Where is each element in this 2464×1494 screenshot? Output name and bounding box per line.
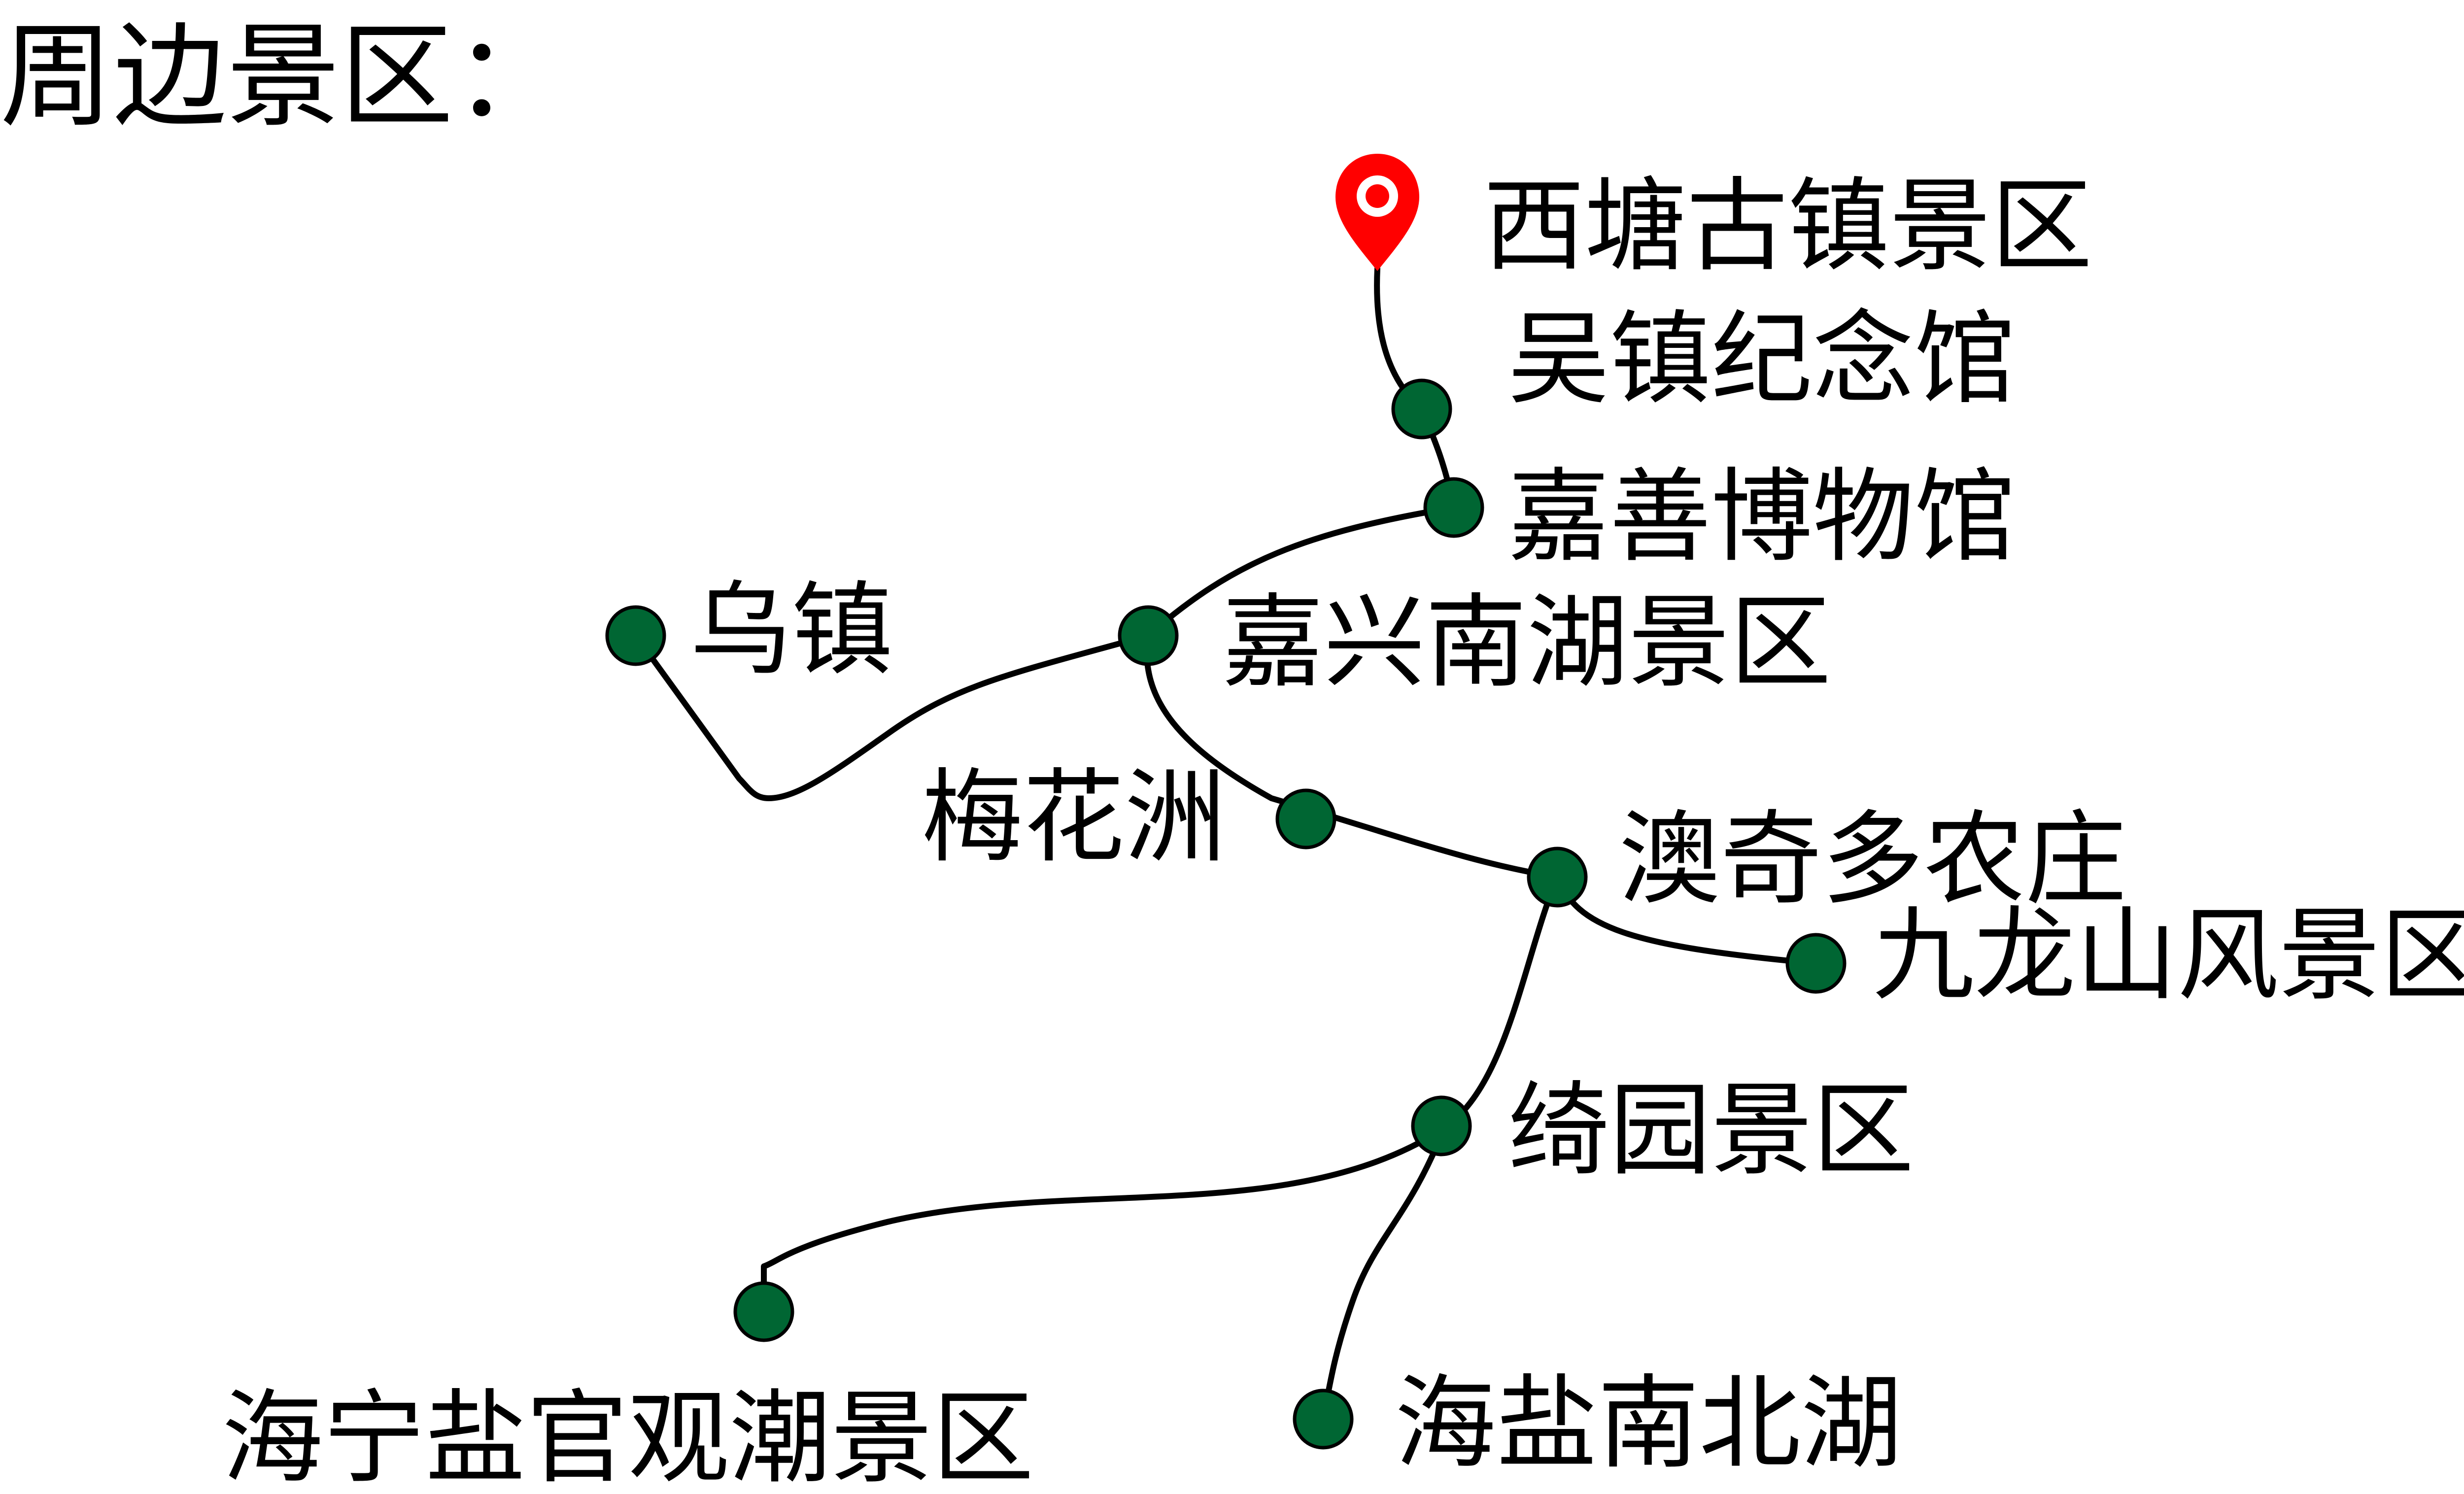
route-segment (633, 633, 1151, 801)
label-aoqiduo: 澳奇多农庄 (1619, 800, 2126, 918)
origin-marker (1335, 154, 1419, 271)
node-haiyan-nanbeihu[interactable] (1293, 1389, 1354, 1450)
node-meihuazhou[interactable] (1275, 788, 1336, 849)
label-jiashan-museum: 嘉善博物馆 (1508, 458, 2016, 576)
label-jiaxing-nanhu: 嘉兴南湖景区 (1222, 583, 1831, 702)
node-haining-yanguan[interactable] (733, 1281, 794, 1342)
node-jiaxing-nanhu[interactable] (1118, 605, 1179, 666)
label-haiyan-nanbeihu: 海盐南北湖 (1395, 1364, 1902, 1483)
route-segment (1144, 633, 1560, 880)
node-wuzhen-memorial[interactable] (1391, 378, 1452, 440)
label-qiyuan: 绮园景区 (1508, 1071, 1914, 1189)
node-aoqiduo[interactable] (1527, 847, 1588, 908)
label-jiulongshan: 九龙山风景区 (1873, 896, 2464, 1015)
route-segment (1441, 874, 1560, 1131)
spot-nodes (605, 378, 1847, 1450)
route-segment (1145, 505, 1457, 639)
label-wuzhen: 乌镇 (690, 571, 893, 689)
node-jiashan-museum[interactable] (1423, 477, 1484, 538)
spot-labels: 吴镇纪念馆 嘉善博物馆 嘉兴南湖景区 乌镇 梅花洲 澳奇多农庄 九龙山风景区 绮… (222, 300, 2464, 1494)
label-meihuazhou: 梅花洲 (922, 758, 1226, 877)
label-haining-yanguan: 海宁盐官观潮景区 (222, 1379, 1034, 1494)
node-wuzhen[interactable] (605, 605, 666, 666)
route-segment (761, 1125, 1447, 1319)
route-segment (1320, 1125, 1447, 1422)
node-qiyuan[interactable] (1411, 1095, 1472, 1156)
origin-label: 西塘古镇景区 (1483, 167, 2092, 285)
node-jiulongshan[interactable] (1785, 933, 1847, 994)
route-lines (633, 266, 1819, 1422)
label-wuzhen-memorial: 吴镇纪念馆 (1508, 300, 2016, 418)
page-title: 周边景区： (0, 11, 567, 143)
pin-dot (1366, 184, 1389, 208)
